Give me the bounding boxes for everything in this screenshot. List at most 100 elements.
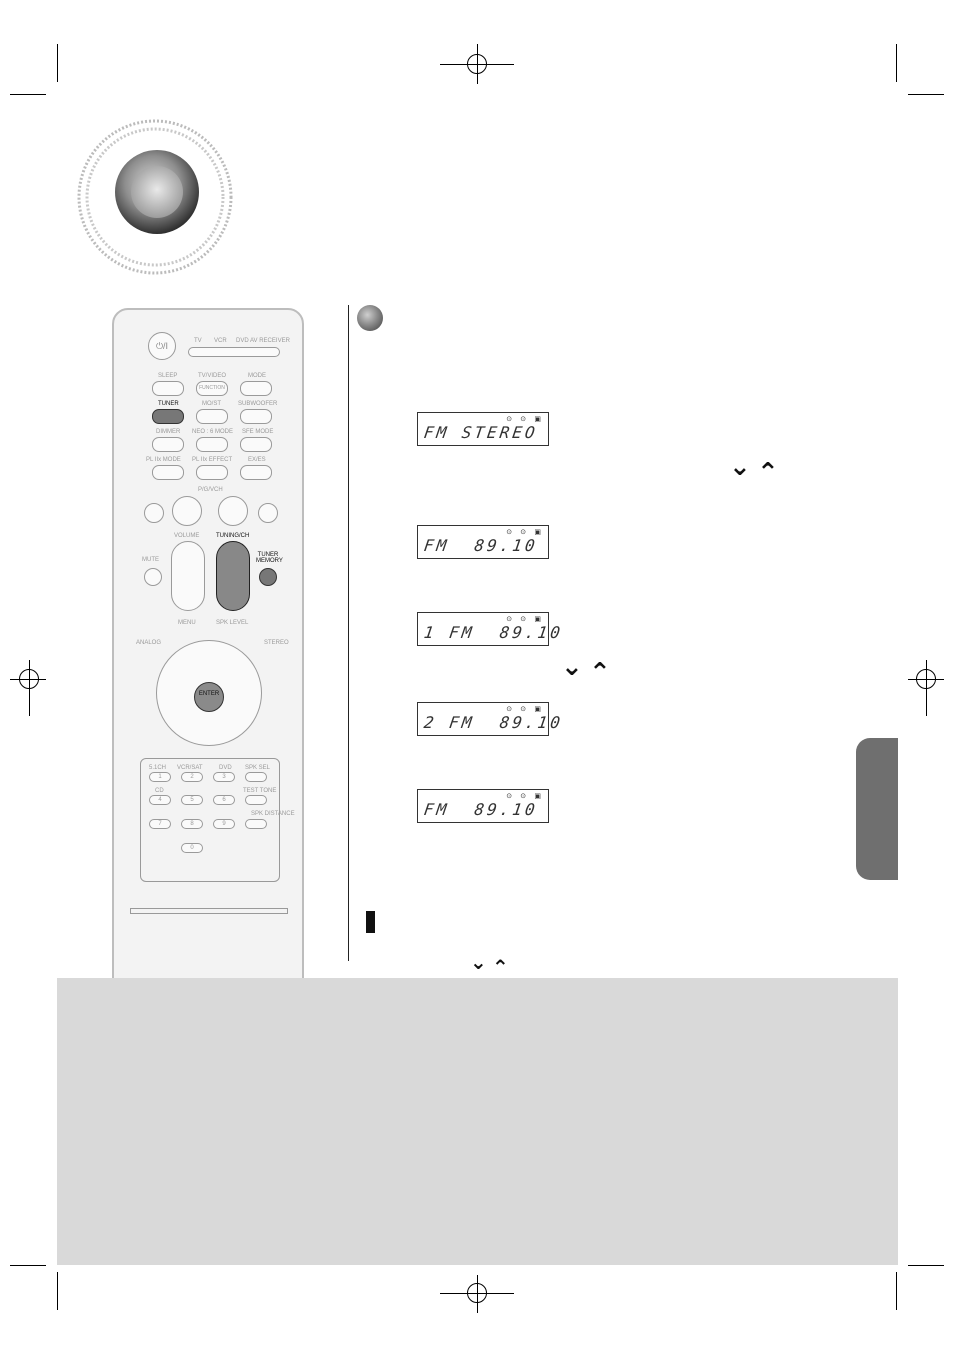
lcd-display-stereo: ⊙ ⊙ ▣ FM STEREO	[417, 412, 549, 446]
dimmer-label: DIMMER	[156, 429, 181, 435]
mode-label-dvd: DVD	[236, 338, 249, 344]
mode-label-tv: TV	[194, 338, 202, 344]
registration-mark	[467, 54, 487, 74]
mute-button[interactable]	[144, 568, 162, 586]
spk-sel-button[interactable]	[245, 772, 267, 782]
lcd-text: FM STEREO	[422, 423, 540, 442]
mute-label: MUTE	[142, 557, 159, 563]
tuner-button[interactable]	[152, 409, 184, 424]
ex-es-button[interactable]	[240, 465, 272, 480]
sleep-button[interactable]	[152, 381, 184, 396]
lcd-display-final: ⊙ ⊙ ▣ FM 89.10	[417, 789, 549, 823]
key-6[interactable]: 6	[213, 795, 235, 805]
spk-distance-button[interactable]	[245, 819, 267, 829]
mo-st-label: MO/ST	[202, 401, 221, 407]
function-button[interactable]: FUNCTION	[196, 381, 228, 396]
chevron-up-icon: ⌃	[589, 658, 611, 688]
neo6-label: NEO : 6 MODE	[192, 429, 234, 435]
lcd-indicator-icons: ⊙ ⊙ ▣	[506, 528, 544, 536]
pgvch-label: P/G/VCH	[198, 487, 223, 493]
chevron-up-icon: ⌃	[492, 955, 509, 979]
stereo-label: STEREO	[264, 640, 289, 646]
skip-back-button[interactable]	[144, 503, 164, 523]
lcd-indicator-icons: ⊙ ⊙ ▣	[506, 705, 544, 713]
key-4[interactable]: 4	[149, 795, 171, 805]
sfe-mode-label: SFE MODE	[242, 429, 274, 435]
lcd-text: FM 89.10	[422, 800, 540, 819]
crop-mark	[896, 44, 897, 82]
key-7[interactable]: 7	[149, 819, 171, 829]
chevron-down-icon: ⌄	[470, 950, 487, 974]
lcd-indicator-icons: ⊙ ⊙ ▣	[506, 415, 544, 423]
tuner-label: TUNER	[158, 401, 179, 407]
enter-button[interactable]: ENTER	[194, 682, 224, 712]
test-tone-button[interactable]	[245, 795, 267, 805]
spk-level-label: SPK LEVEL	[216, 620, 249, 626]
pl2x-effect-label: PL IIx EFFECT	[192, 457, 233, 463]
sfe-mode-button[interactable]	[240, 437, 272, 452]
mode-label: MODE	[248, 373, 266, 379]
mode-button[interactable]	[240, 381, 272, 396]
power-button[interactable]: ⏻/I	[148, 332, 176, 360]
key-9[interactable]: 9	[213, 819, 235, 829]
lcd-display-preset-1: ⊙ ⊙ ▣ 1 FM 89.10	[417, 612, 565, 646]
section-bullet-icon	[357, 305, 383, 331]
key-1[interactable]: 1	[149, 772, 171, 782]
note-marker	[366, 911, 375, 933]
ex-es-label: EX/ES	[248, 457, 266, 463]
mo-st-button[interactable]	[196, 409, 228, 424]
registration-mark	[467, 1283, 487, 1303]
remote-control: ⏻/I TV VCR DVD AV RECEIVER SLEEP TV/VIDE…	[112, 308, 304, 1032]
stop-button[interactable]	[172, 496, 202, 526]
key-0[interactable]: 0	[181, 843, 203, 853]
tv-video-label: TV/VIDEO	[198, 373, 227, 379]
mode-selector[interactable]	[188, 347, 280, 357]
lcd-indicator-icons: ⊙ ⊙ ▣	[506, 792, 544, 800]
divider-line	[348, 305, 349, 961]
lcd-text: 1 FM 89.10	[422, 623, 565, 642]
lcd-indicator-icons: ⊙ ⊙ ▣	[506, 615, 544, 623]
registration-mark	[916, 669, 936, 689]
chapter-side-tab	[856, 738, 898, 880]
analog-label: ANALOG	[136, 640, 162, 646]
crop-mark	[57, 44, 58, 82]
chevron-down-icon: ⌄	[561, 652, 583, 682]
key-5[interactable]: 5	[181, 795, 203, 805]
tuning-ch-rocker[interactable]	[216, 541, 250, 611]
gray-info-panel	[57, 978, 898, 1265]
play-pause-button[interactable]	[218, 496, 248, 526]
pl2x-effect-button[interactable]	[196, 465, 228, 480]
mode-label-av-receiver: AV RECEIVER	[250, 338, 290, 344]
volume-rocker[interactable]	[171, 541, 205, 611]
keypad: 5.1CH VCR/SAT DVD SPK SEL CD TEST TONE S…	[140, 758, 295, 882]
skip-forward-button[interactable]	[258, 503, 278, 523]
subwoofer-button[interactable]	[240, 409, 272, 424]
key-2[interactable]: 2	[181, 772, 203, 782]
lcd-display-frequency: ⊙ ⊙ ▣ FM 89.10	[417, 525, 549, 559]
key-8[interactable]: 8	[181, 819, 203, 829]
tuner-memory-label: TUNER MEMORY	[256, 552, 283, 564]
crop-mark	[896, 1272, 897, 1310]
battery-cover-slot	[130, 908, 288, 914]
lcd-text: 2 FM 89.10	[422, 713, 565, 732]
mode-label-vcr: VCR	[214, 338, 227, 344]
dimmer-button[interactable]	[152, 437, 184, 452]
pl2x-mode-label: PL IIx MODE	[146, 457, 181, 463]
crop-mark	[908, 1265, 944, 1266]
speaker-disc-graphic	[77, 119, 233, 275]
chevron-up-icon: ⌃	[757, 458, 779, 488]
sleep-label: SLEEP	[158, 373, 178, 379]
tuner-memory-button[interactable]	[259, 568, 277, 586]
registration-mark	[19, 669, 39, 689]
crop-mark	[57, 1272, 58, 1310]
lcd-text: FM 89.10	[422, 536, 540, 555]
neo6-button[interactable]	[196, 437, 228, 452]
subwoofer-label: SUBWOOFER	[238, 401, 278, 407]
chevron-down-icon: ⌄	[729, 452, 751, 482]
crop-mark	[908, 94, 944, 95]
crop-mark	[10, 1265, 46, 1266]
pl2x-mode-button[interactable]	[152, 465, 184, 480]
key-3[interactable]: 3	[213, 772, 235, 782]
menu-label: MENU	[178, 620, 196, 626]
tuning-ch-label: TUNING/CH	[216, 533, 250, 539]
